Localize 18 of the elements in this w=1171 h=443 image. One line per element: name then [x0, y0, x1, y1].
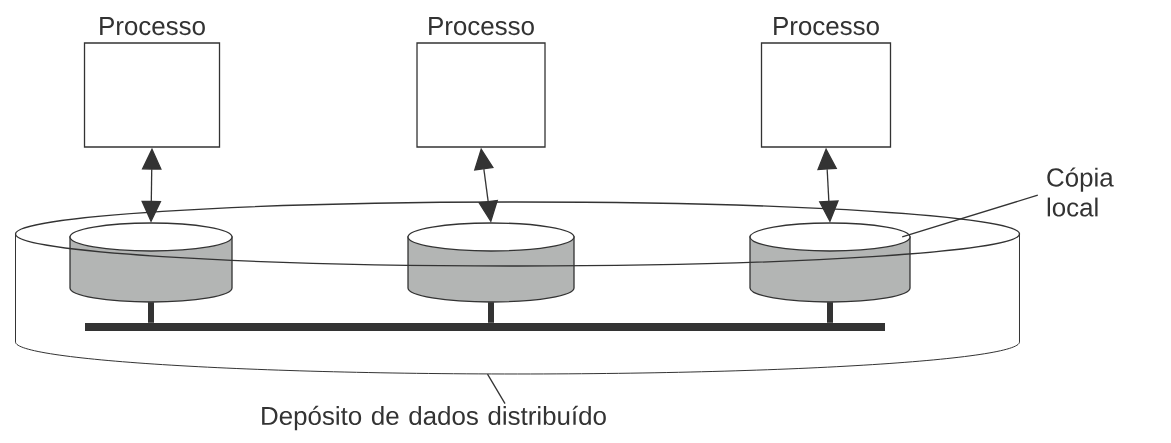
leader-line [901, 194, 1039, 238]
disk-cylinder [749, 222, 911, 303]
bus-bar [85, 323, 885, 331]
store-cylinder [14, 201, 1021, 375]
stem-line [488, 302, 494, 323]
process-box: Processo [760, 17, 892, 148]
node-label: Processo [429, 17, 534, 36]
process-box: Processo [83, 17, 221, 148]
node-label: Processo [100, 17, 205, 36]
leader-line [486, 373, 506, 405]
callout-label: Cópia local [1047, 167, 1114, 217]
stem-line [827, 302, 833, 323]
disk-cylinder [407, 222, 575, 303]
disk-cylinder [69, 222, 233, 303]
stem-line [148, 302, 154, 323]
callout-label: Depósito de dados distribuído [262, 405, 606, 431]
process-box: Processo [416, 17, 546, 148]
node-label: Processo [774, 17, 879, 36]
